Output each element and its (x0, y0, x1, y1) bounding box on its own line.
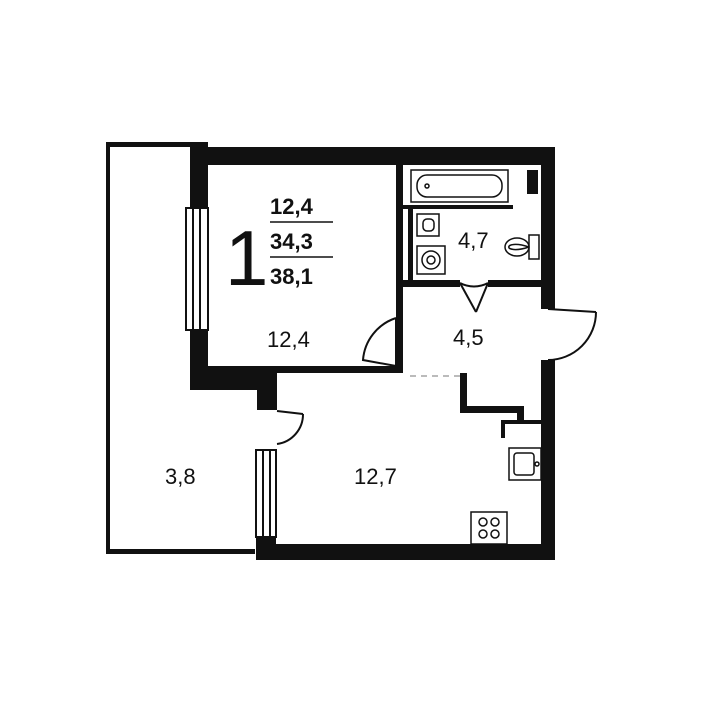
walls (190, 142, 555, 560)
sink-icon (416, 213, 440, 237)
balcony-area: 3,8 (165, 464, 196, 489)
stove-icon (470, 511, 508, 545)
living-room-area: 12,4 (267, 327, 310, 352)
area-without-balcony-summary: 34,3 (270, 229, 313, 254)
total-area-summary: 38,1 (270, 264, 313, 289)
living-area-summary: 12,4 (270, 194, 314, 219)
window-living-room (185, 207, 209, 331)
doors (276, 282, 597, 445)
kitchen-sink-icon (508, 447, 542, 481)
window-kitchen (255, 449, 277, 538)
bathtub-icon (410, 169, 509, 203)
balcony-outline (106, 142, 255, 554)
bathroom-area: 4,7 (458, 228, 489, 253)
toilet-icon (504, 234, 540, 260)
hall-area: 4,5 (453, 325, 484, 350)
washing-machine-icon (416, 245, 446, 275)
rooms-count: 1 (225, 214, 268, 302)
kitchen-area: 12,7 (354, 464, 397, 489)
